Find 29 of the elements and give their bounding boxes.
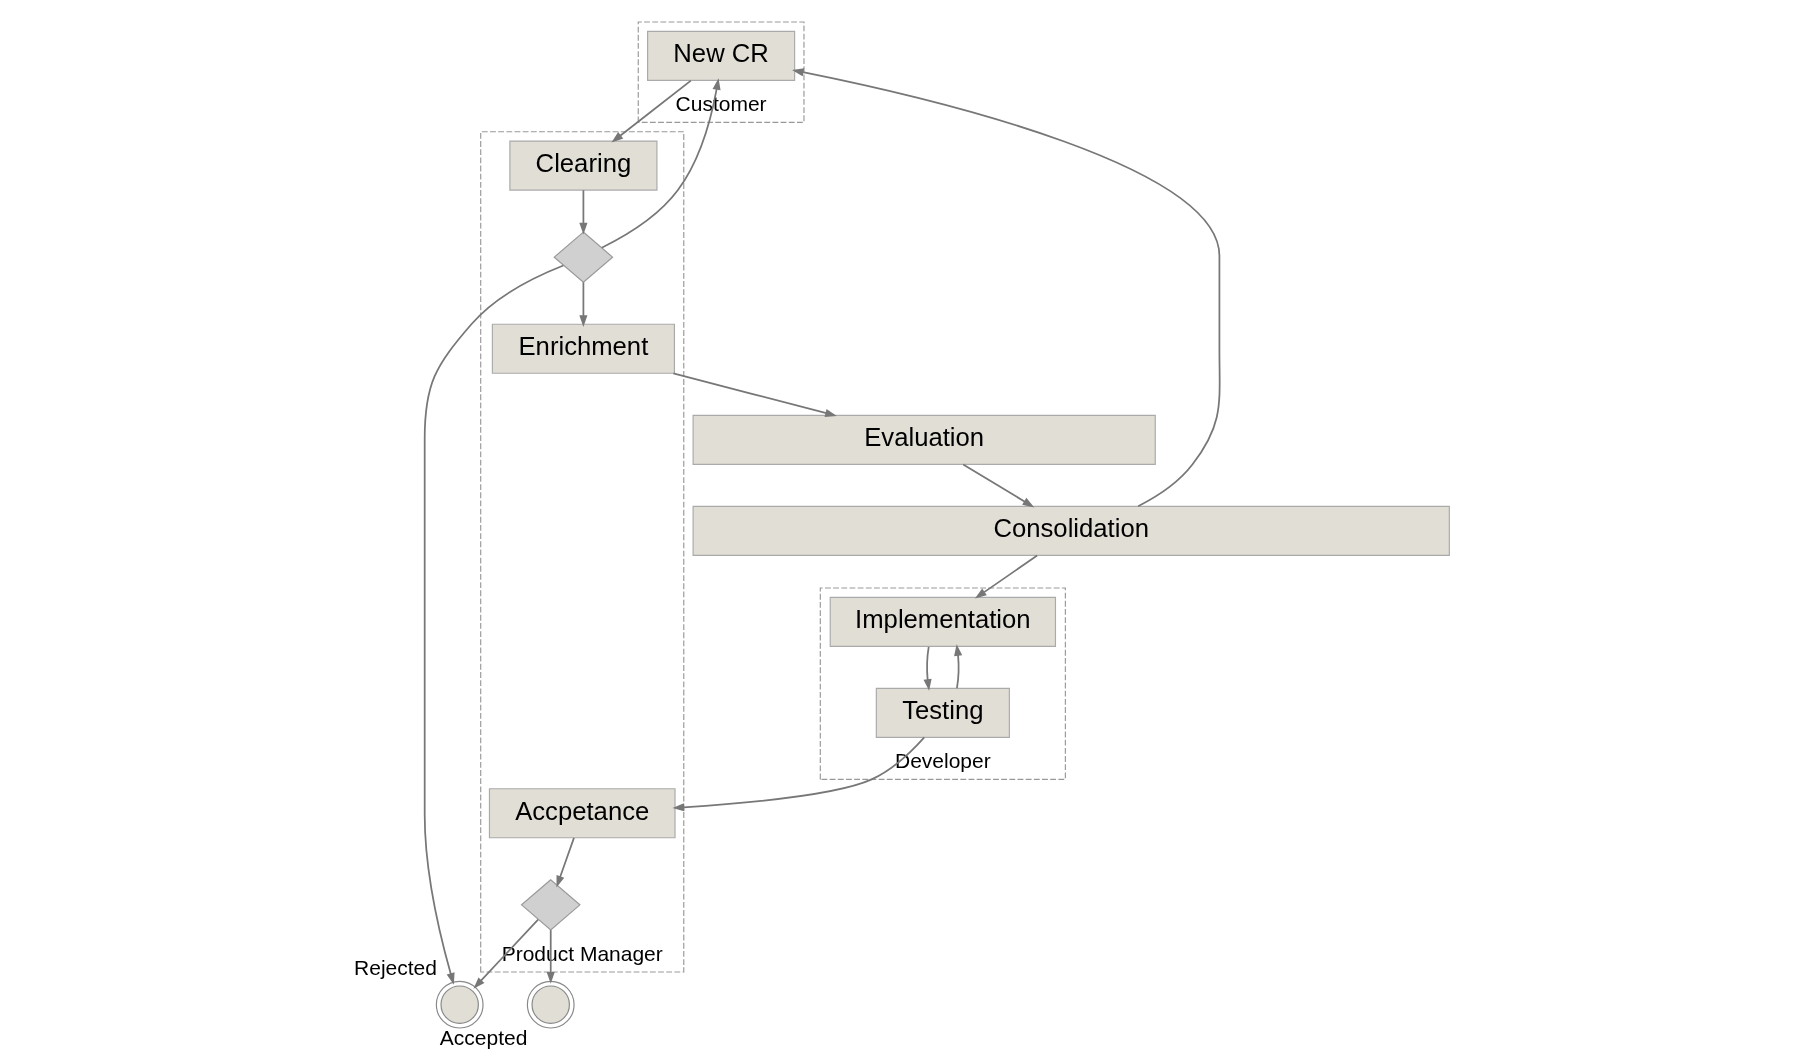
node-diamond — [520, 879, 581, 931]
node-box: Evaluation — [692, 414, 1156, 465]
arrow — [546, 929, 555, 984]
arrow — [923, 645, 932, 691]
arrow — [672, 736, 926, 812]
arrow — [611, 79, 692, 143]
arrow — [672, 372, 837, 417]
node-box: New CR — [647, 30, 796, 81]
arrow — [600, 78, 721, 249]
arrow — [423, 264, 565, 985]
arrow — [473, 918, 539, 989]
arrow — [556, 837, 575, 888]
node-box: Enrichment — [491, 323, 675, 374]
node-box: Testing — [875, 687, 1010, 738]
node-box: Consolidation — [692, 505, 1450, 556]
arrow — [962, 463, 1035, 508]
node-box: Accpetance — [488, 788, 676, 839]
arrow — [579, 189, 588, 235]
arrow — [974, 554, 1039, 599]
node-diamond — [553, 231, 614, 284]
arrow — [954, 644, 963, 690]
arrow — [792, 68, 1221, 508]
node-box: Clearing — [509, 140, 658, 191]
node-circle — [526, 980, 575, 1029]
node-circle — [435, 980, 484, 1029]
node-label: Rejected — [354, 955, 437, 979]
node-box: Implementation — [829, 596, 1057, 647]
node-label: Accepted — [439, 1025, 528, 1049]
arrow — [579, 281, 588, 327]
